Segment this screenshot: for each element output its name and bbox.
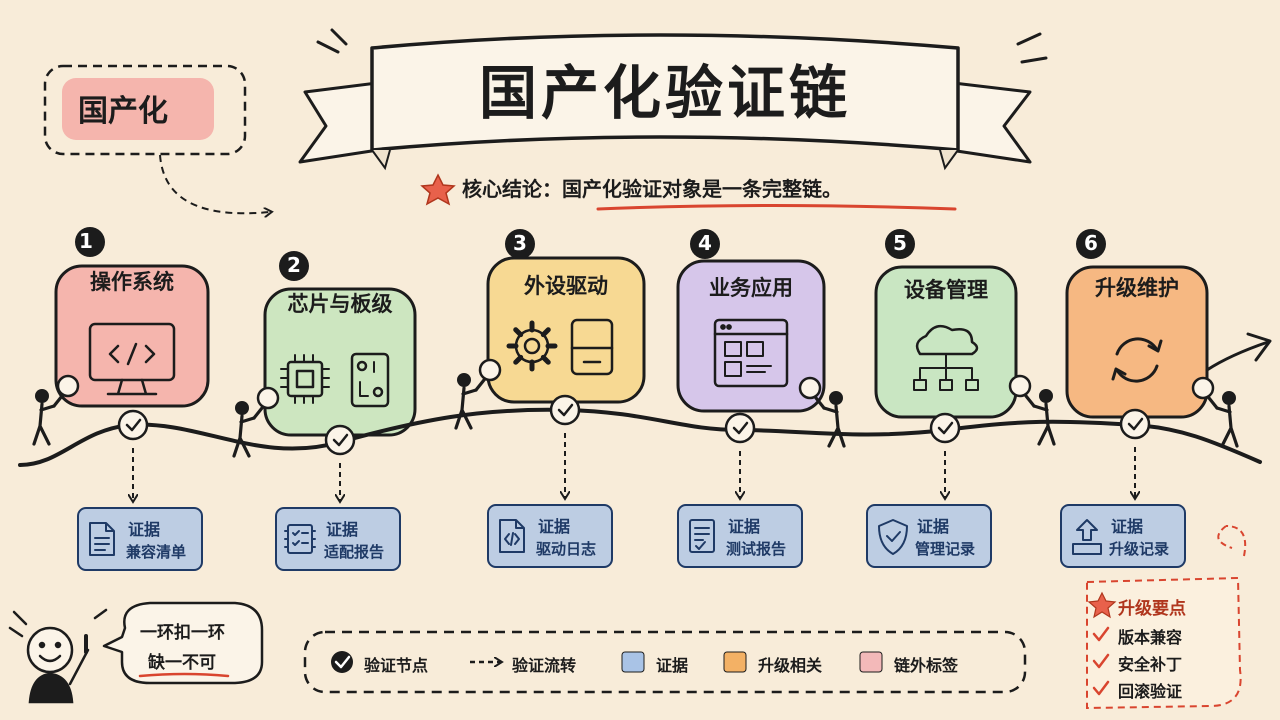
node-card <box>486 229 646 404</box>
page-title: 国产化验证链 <box>478 59 851 127</box>
check-node-icon <box>324 424 356 456</box>
chip-board-icon <box>280 352 390 408</box>
step-number: 2 <box>287 253 301 277</box>
evidence-heading: 证据 <box>1111 517 1144 536</box>
cloud-network-icon <box>913 324 979 391</box>
step-number-badge <box>1076 229 1106 259</box>
verification-chain-line <box>18 407 1262 467</box>
legend-arrow-label: 验证流转 <box>512 656 577 675</box>
step-number-badge <box>75 227 105 257</box>
legend-offchain-label: 链外标签 <box>894 656 959 675</box>
tag-bubble <box>43 64 270 213</box>
check-mark-icon <box>1092 680 1110 696</box>
evidence-text: 升级记录 <box>1109 540 1170 558</box>
legend-offchain-swatch <box>859 651 883 673</box>
legend <box>303 630 1027 694</box>
exit-arrow <box>1205 340 1270 372</box>
node-card <box>676 229 826 413</box>
refresh-icon <box>1111 337 1163 383</box>
check-node-icon <box>929 412 961 444</box>
chip-checklist-icon <box>284 524 316 554</box>
node-label: 外设驱动 <box>524 274 608 298</box>
step-number-badge <box>505 229 535 259</box>
upgrade-note-item: 回滚验证 <box>1118 682 1183 701</box>
legend-evidence-label: 证据 <box>656 656 689 675</box>
conclusion-underline <box>596 204 957 211</box>
star-icon <box>1087 591 1117 619</box>
speech-bubble <box>102 601 264 685</box>
evidence-text: 测试报告 <box>726 540 787 558</box>
node-label: 操作系统 <box>90 270 174 294</box>
inspector-figure-icon <box>1191 376 1239 448</box>
check-mark-icon <box>1092 653 1110 669</box>
document-icon <box>89 522 115 556</box>
inspector-figure-icon <box>232 386 280 458</box>
upload-icon <box>1072 519 1102 555</box>
step-number-badge <box>690 229 720 259</box>
star-icon <box>420 173 456 206</box>
inspector-figure-icon <box>1008 374 1056 446</box>
node-card <box>1065 229 1209 419</box>
node-label: 业务应用 <box>709 276 793 300</box>
shield-check-icon <box>878 519 908 555</box>
evidence-card <box>275 507 401 571</box>
evidence-card <box>866 504 992 568</box>
inspector-figure-icon <box>454 358 502 430</box>
evidence-text: 驱动日志 <box>536 540 597 558</box>
node-label: 芯片与板级 <box>287 292 393 316</box>
title-ribbon <box>298 28 1048 171</box>
smiley-figure-icon <box>8 608 108 704</box>
legend-check-label: 验证节点 <box>364 656 429 675</box>
step-number: 4 <box>698 231 712 255</box>
legend-upgrade-label: 升级相关 <box>758 656 823 675</box>
tag-label: 国产化 <box>78 94 168 129</box>
evidence-heading: 证据 <box>538 517 571 536</box>
checked-doc-icon <box>689 519 715 553</box>
gear-device-icon <box>506 318 614 376</box>
legend-check-icon <box>331 651 353 673</box>
node-label: 设备管理 <box>904 278 988 302</box>
step-number: 3 <box>513 231 527 255</box>
check-mark-icon <box>1092 626 1110 642</box>
evidence-heading: 证据 <box>128 520 161 539</box>
node-label: 升级维护 <box>1095 276 1179 300</box>
inspector-figure-icon <box>32 374 80 446</box>
monitor-code-icon <box>88 322 176 396</box>
speech-line-2: 缺一不可 <box>148 653 216 673</box>
check-node-icon <box>549 394 581 426</box>
step-number-badge <box>279 251 309 281</box>
step-number: 1 <box>79 229 93 253</box>
check-node-icon <box>1119 408 1151 440</box>
upgrade-notes-title: 升级要点 <box>1118 599 1186 619</box>
node-card <box>54 227 210 408</box>
inspector-figure-icon <box>798 376 846 448</box>
upgrade-note-item: 安全补丁 <box>1118 655 1183 674</box>
evidence-card <box>677 504 803 568</box>
app-window-icon <box>713 318 789 388</box>
upgrade-note-item: 版本兼容 <box>1118 628 1183 647</box>
evidence-text: 兼容清单 <box>126 543 187 561</box>
step-number: 5 <box>893 231 907 255</box>
check-node-icon <box>117 409 149 441</box>
code-file-icon <box>499 519 525 553</box>
evidence-heading: 证据 <box>728 517 761 536</box>
step-number: 6 <box>1084 231 1098 255</box>
core-conclusion: 核心结论：国产化验证对象是一条完整链。 <box>462 177 842 201</box>
evidence-text: 适配报告 <box>324 543 385 561</box>
upgrade-notes-card <box>1086 525 1247 710</box>
evidence-heading: 证据 <box>326 520 359 539</box>
legend-upgrade-swatch <box>723 651 747 673</box>
legend-evidence-swatch <box>621 651 645 673</box>
speech-line-1: 一环扣一环 <box>140 623 225 643</box>
node-card <box>263 251 417 437</box>
node-card <box>874 229 1018 419</box>
evidence-card <box>1060 504 1186 568</box>
step-number-badge <box>885 229 915 259</box>
evidence-card <box>487 504 613 568</box>
evidence-text: 管理记录 <box>915 540 976 558</box>
evidence-card <box>77 507 203 571</box>
check-node-icon <box>724 412 756 444</box>
evidence-heading: 证据 <box>917 517 950 536</box>
